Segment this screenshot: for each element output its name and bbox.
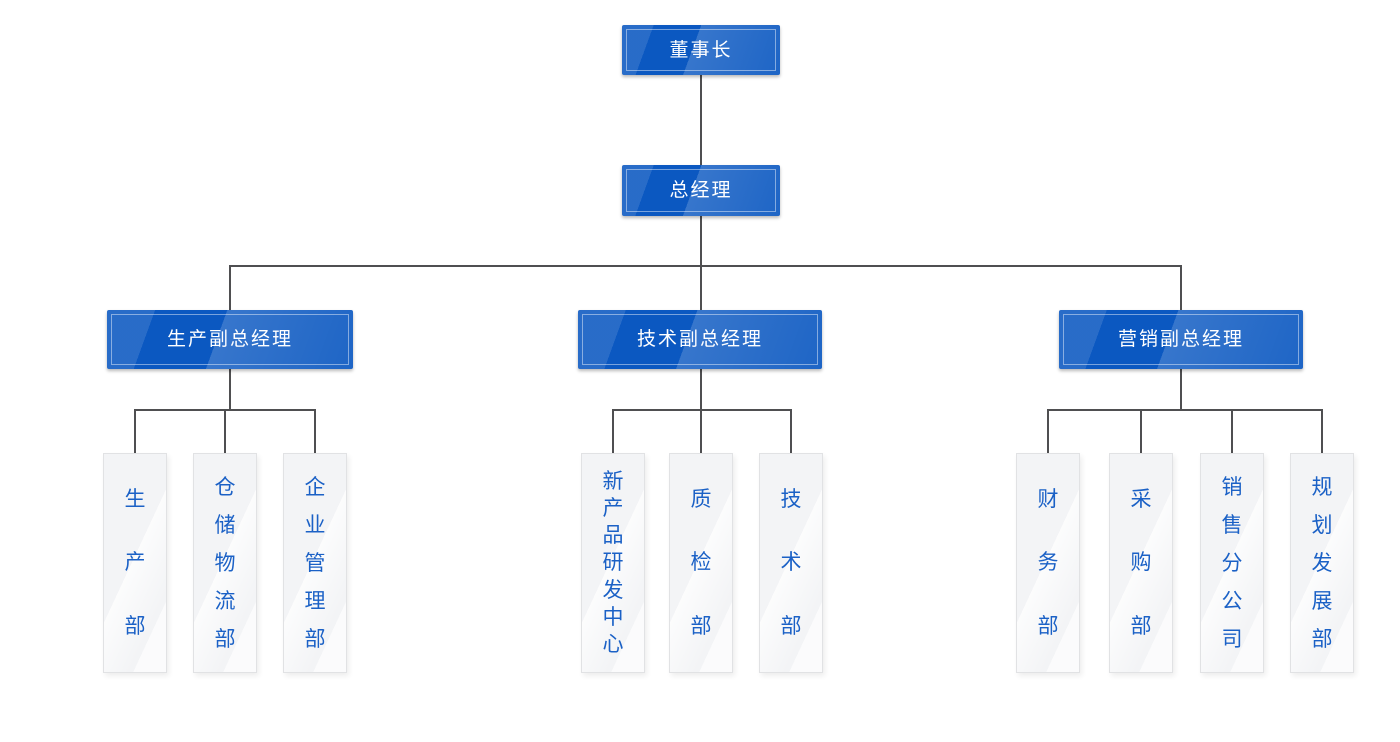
- dept-label-char: 部: [1311, 626, 1333, 651]
- dept-label-char: 技: [780, 487, 802, 512]
- dept-label-char: 部: [780, 613, 802, 638]
- dept-label-char: 管: [304, 550, 326, 575]
- dept-label-char: 部: [1130, 613, 1152, 638]
- connector-production-down: [229, 369, 231, 411]
- dept-label-char: 流: [214, 588, 236, 613]
- connector-drop-dept: [790, 409, 792, 453]
- dept-label-char: 财: [1037, 487, 1059, 512]
- connector-drop-dept: [700, 409, 702, 453]
- connector-technology-down: [700, 369, 702, 411]
- connector-drop-dept: [612, 409, 614, 453]
- connector-drop-dept: [224, 409, 226, 453]
- node-chairman: 董事长: [622, 25, 780, 75]
- dept-label-char: 仓: [214, 474, 236, 499]
- connector-drop-vp-marketing: [1180, 265, 1182, 310]
- dept-production: 生产部: [103, 453, 167, 673]
- dept-label-char: 分: [1221, 550, 1243, 575]
- dept-label-char: 术: [780, 550, 802, 575]
- dept-planning-development: 规划发展部: [1290, 453, 1354, 673]
- connector-drop-dept: [1140, 409, 1142, 453]
- connector-drop-dept: [134, 409, 136, 453]
- dept-label-char: 发: [602, 577, 624, 602]
- dept-label-char: 物: [214, 550, 236, 575]
- dept-label-char: 理: [304, 588, 326, 613]
- node-general-manager-label: 总经理: [669, 179, 733, 201]
- node-vp-technology: 技术副总经理: [578, 310, 822, 369]
- connector-technology-rail: [612, 409, 792, 411]
- connector-drop-dept: [1047, 409, 1049, 453]
- dept-enterprise-management: 企业管理部: [283, 453, 347, 673]
- node-chairman-label: 董事长: [669, 38, 733, 61]
- dept-label-char: 销: [1221, 474, 1243, 499]
- dept-label-char: 研: [602, 550, 624, 575]
- dept-label-char: 企: [304, 474, 326, 499]
- connector-drop-dept: [314, 409, 316, 453]
- dept-label-char: 新: [602, 469, 624, 494]
- dept-label-char: 部: [214, 626, 236, 651]
- node-vp-technology-label: 技术副总经理: [636, 328, 763, 350]
- node-vp-production: 生产副总经理: [107, 310, 353, 369]
- node-vp-marketing-label: 营销副总经理: [1117, 328, 1244, 350]
- dept-label-char: 展: [1311, 588, 1333, 613]
- dept-label-char: 采: [1130, 487, 1152, 512]
- dept-label-char: 发: [1311, 550, 1333, 575]
- dept-label-char: 部: [304, 626, 326, 651]
- connector-gm-down: [700, 216, 702, 310]
- node-vp-production-label: 生产副总经理: [166, 328, 293, 350]
- dept-finance: 财务部: [1016, 453, 1080, 673]
- dept-label-char: 品: [602, 523, 624, 548]
- dept-label-char: 产: [602, 496, 624, 521]
- dept-label-char: 司: [1221, 626, 1243, 651]
- dept-label-char: 生: [124, 487, 146, 512]
- node-general-manager: 总经理: [622, 165, 780, 216]
- node-vp-marketing: 营销副总经理: [1059, 310, 1303, 369]
- dept-label-char: 售: [1221, 512, 1243, 537]
- dept-label-char: 公: [1221, 588, 1243, 613]
- dept-label-char: 购: [1130, 550, 1152, 575]
- dept-label-char: 划: [1311, 512, 1333, 537]
- connector-drop-vp-production: [229, 265, 231, 310]
- connector-marketing-rail: [1047, 409, 1323, 411]
- dept-label-char: 部: [1037, 613, 1059, 638]
- dept-label-char: 中: [602, 604, 624, 629]
- dept-technology: 技术部: [759, 453, 823, 673]
- connector-marketing-down: [1180, 369, 1182, 411]
- dept-label-char: 产: [124, 550, 146, 575]
- connector-drop-dept: [1231, 409, 1233, 453]
- dept-label-char: 检: [690, 550, 712, 575]
- connector-drop-dept: [1321, 409, 1323, 453]
- connector-chairman-gm: [700, 75, 702, 165]
- dept-label-char: 部: [690, 613, 712, 638]
- dept-label-char: 心: [602, 631, 624, 656]
- dept-label-char: 储: [214, 512, 236, 537]
- dept-new-product-rd-center: 新产品研发中心: [581, 453, 645, 673]
- dept-purchasing: 采购部: [1109, 453, 1173, 673]
- dept-label-char: 规: [1311, 474, 1333, 499]
- dept-quality-inspection: 质检部: [669, 453, 733, 673]
- dept-sales-branch: 销售分公司: [1200, 453, 1264, 673]
- dept-label-char: 务: [1037, 550, 1059, 575]
- connector-main-rail: [229, 265, 1182, 267]
- dept-warehouse-logistics: 仓储物流部: [193, 453, 257, 673]
- dept-label-char: 业: [304, 512, 326, 537]
- dept-label-char: 质: [690, 487, 712, 512]
- dept-label-char: 部: [124, 613, 146, 638]
